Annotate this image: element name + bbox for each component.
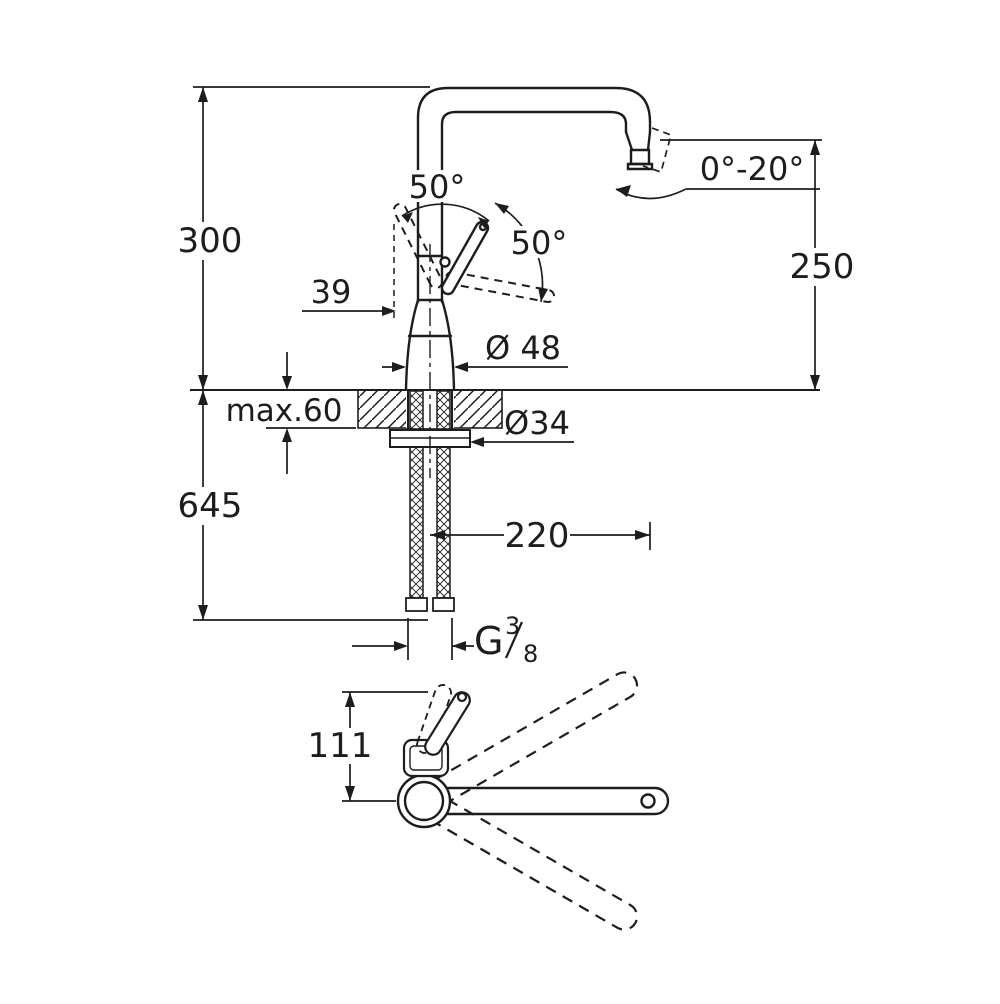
dim-label-handle-reach-top-view: 111 [308, 726, 373, 766]
spout-arm [446, 786, 670, 816]
dim-label-base-diameter: Ø 48 [485, 329, 561, 367]
dim-label-hole-diameter: Ø34 [504, 404, 570, 442]
handle-lever-top-dashed [416, 684, 452, 754]
dim-label-handle-offset: 39 [311, 273, 352, 311]
dim-label-spout-outlet-height: 250 [790, 247, 855, 287]
dim-label-spout-reach: 220 [505, 516, 570, 556]
dim-label-handle-angle-front: 50° [511, 224, 568, 262]
dimension-labels: 300 250 0°-20° 50° 50° 39 Ø 48 max.60 Ø3… [178, 150, 856, 766]
dim-label-height-below-deck: 645 [178, 486, 243, 526]
handle-lever-dashed-front [445, 271, 555, 303]
hose-end-fittings [405, 597, 455, 612]
swivel-arm-dashed-upper [434, 671, 639, 804]
handle-lever-top [424, 691, 471, 756]
thread-slash-line [504, 621, 524, 659]
dim-label-max-deck-thickness: max.60 [226, 393, 343, 429]
outlet-dashed-tilted [642, 127, 673, 174]
thread-numerator: 3 [505, 612, 520, 640]
handle-lever [439, 220, 490, 296]
thread-letter: G [474, 619, 503, 663]
swivel-arm-dashed-lower [434, 798, 639, 931]
top-view [342, 671, 670, 931]
dimension-annotations [193, 86, 822, 660]
dimension-arrowheads [198, 87, 820, 651]
handle-lever-dashed-back [393, 203, 443, 289]
dim-111-arrows [345, 692, 355, 801]
outlet-circle [640, 793, 656, 809]
dim-label-handle-angle-back: 50° [409, 168, 466, 206]
dim-label-height-above-deck: 300 [178, 221, 243, 261]
dim-label-outlet-angle-range: 0°-20° [700, 150, 805, 188]
body-circle [396, 773, 656, 829]
spout-outline [416, 86, 654, 304]
thread-denominator: 8 [523, 640, 538, 668]
